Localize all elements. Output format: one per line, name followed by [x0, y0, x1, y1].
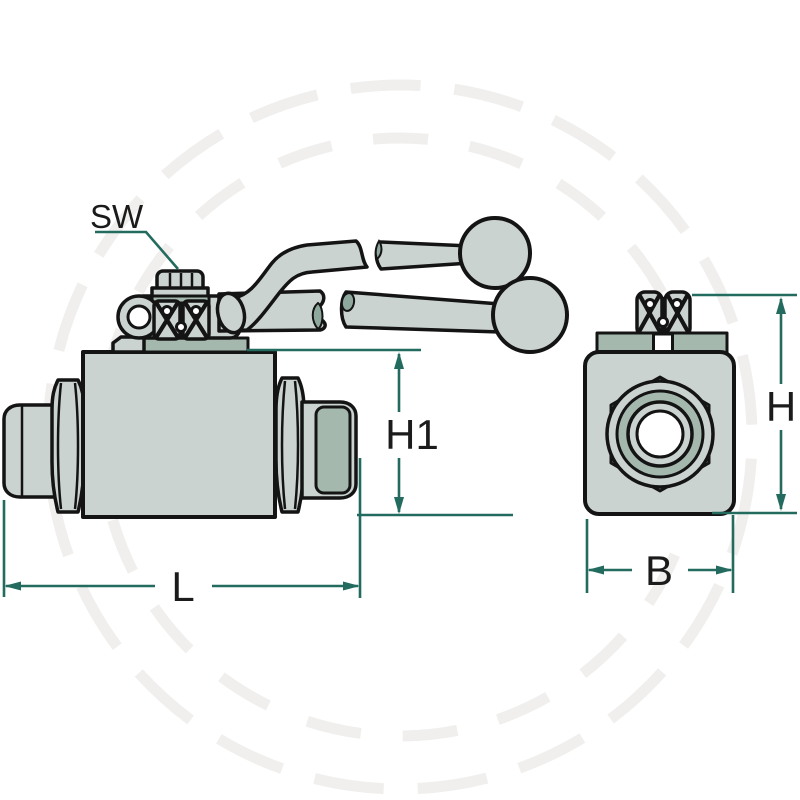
- dim-label-sw: SW: [90, 198, 144, 235]
- handle-ball-upper: [458, 216, 532, 290]
- front-pin-2: [671, 298, 683, 310]
- hex-nut-left-facet-2: [73, 382, 80, 510]
- handle-break-cap-lower2: [340, 292, 356, 312]
- h-arrow-up: [776, 297, 786, 314]
- detent-x1-b: [154, 301, 180, 339]
- dim-label-b: B: [645, 547, 673, 594]
- hex-nut-right: [274, 376, 306, 514]
- handle-break-cap-upper2: [374, 239, 383, 261]
- front-pin-3: [657, 316, 669, 328]
- dim-label-l: L: [171, 563, 194, 610]
- hex-nut-right-facet-1: [280, 380, 287, 510]
- l-arrow-left: [4, 581, 21, 591]
- handle-ball-lower: [491, 276, 569, 354]
- dim-label-h1: H1: [385, 411, 439, 458]
- front-port-bore: [635, 409, 685, 459]
- detent-pin-1: [161, 305, 173, 317]
- dim-label-h: H: [766, 383, 796, 430]
- l-arrow-right: [343, 581, 360, 591]
- handle-arm-lower-seg2: [339, 290, 502, 334]
- dimensions: SW H1 L H B: [2, 198, 797, 610]
- handle-arm-upper-seg2: [374, 240, 472, 271]
- b-arrow-right: [716, 565, 733, 575]
- front-plate-gap: [652, 332, 674, 354]
- detent-divider: [179, 302, 184, 339]
- detent-x2-b: [183, 301, 209, 339]
- front-stem-divider: [660, 297, 666, 333]
- hub-ring-hole: [126, 304, 152, 330]
- h1-arrow-up: [394, 352, 404, 369]
- valve-body-side: [81, 350, 277, 519]
- side-view: [2, 216, 569, 519]
- hex-nut-left-facet-1: [56, 382, 63, 510]
- hex-nut-right-facet-2: [293, 380, 300, 510]
- detent-pin-3: [175, 321, 187, 333]
- port-stud-right-thread: [314, 405, 352, 495]
- port-stud-left: [2, 403, 58, 499]
- handle-root-boss: [215, 291, 247, 335]
- sw-leader-line: [95, 230, 179, 270]
- watermark-outer-circle: [42, 79, 758, 795]
- h1-arrow-down: [394, 497, 404, 514]
- front-x2-b: [665, 293, 690, 333]
- detent-pin-2: [190, 305, 202, 317]
- front-pin-1: [644, 298, 656, 310]
- h-arrow-down: [776, 494, 786, 511]
- handle-break-cap-lower: [311, 301, 324, 331]
- front-x1-b: [637, 293, 662, 333]
- b-arrow-left: [587, 565, 604, 575]
- front-view: [583, 290, 736, 516]
- handle-arm-upper-seg1: [230, 239, 369, 333]
